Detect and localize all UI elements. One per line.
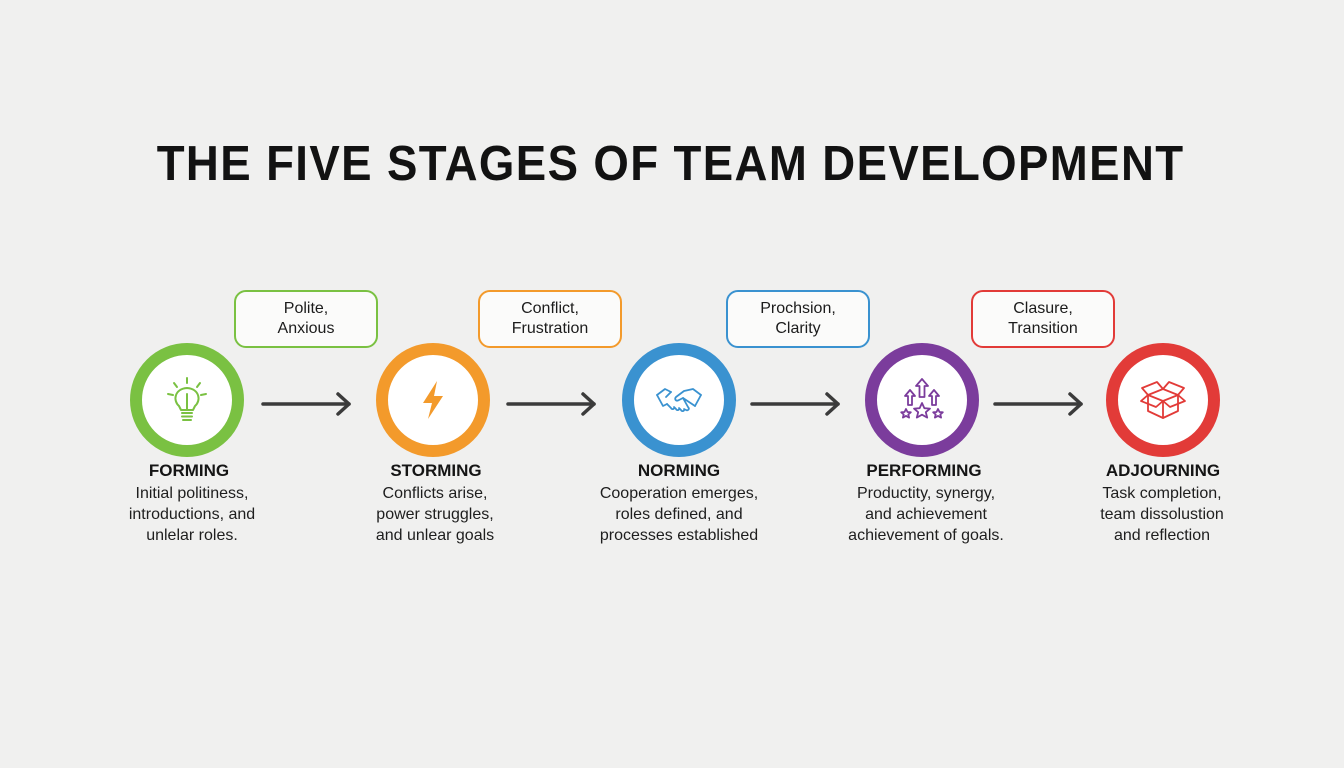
stage-circle-forming — [130, 343, 244, 457]
description-line: and achievement — [865, 506, 987, 523]
stage-description-norming: Cooperation emerges, roles defined, and … — [579, 483, 779, 546]
emotion-line: Clasure, — [1013, 300, 1073, 317]
emotion-line: Polite, — [283, 300, 329, 317]
stage-name-forming: FORMING — [148, 461, 230, 480]
stage-description-adjourning: Task completion, team dissolustion and r… — [1062, 483, 1262, 546]
stage-circle-adjourning — [1106, 343, 1220, 457]
description-line: Productity, synergy, — [856, 485, 996, 502]
arrows-stars-icon — [900, 378, 944, 419]
description-line: and reflection — [1113, 527, 1211, 544]
arrow-performing-to-adjourning — [993, 392, 1083, 416]
description-line: Task completion, — [1102, 485, 1222, 502]
description-line: and unlear goals — [375, 527, 495, 544]
stage-name-storming: STORMING — [390, 461, 482, 480]
description-line: Cooperation emerges, — [599, 485, 759, 502]
emotion-label-storming: Conflict, Frustration — [478, 290, 622, 348]
arrow-norming-to-performing — [750, 392, 840, 416]
emotion-line: Prochsion, — [760, 300, 836, 317]
stage-name-performing: PERFORMING — [866, 461, 982, 480]
stage-circle-performing — [865, 343, 979, 457]
emotion-label-norming: Prochsion, Clarity — [726, 290, 870, 348]
description-line: Conflicts arise, — [382, 485, 488, 502]
emotion-line: Conflict, — [521, 300, 579, 317]
lightbulb-icon — [167, 377, 207, 421]
arrow-forming-to-storming — [261, 392, 351, 416]
emotion-label-performing: Clasure, Transition — [971, 290, 1115, 348]
description-line: unlelar roles. — [146, 527, 238, 544]
description-line: achievement of goals. — [848, 527, 1004, 544]
emotion-line: Clarity — [775, 320, 821, 337]
emotion-line: Frustration — [511, 320, 589, 337]
emotion-line: Anxious — [277, 320, 335, 337]
description-line: processes established — [599, 527, 759, 544]
arrow-storming-to-norming — [506, 392, 596, 416]
lightning-bolt-icon — [423, 381, 443, 419]
stage-name-adjourning: ADJOURNING — [1105, 461, 1221, 480]
description-line: introductions, and — [128, 506, 256, 523]
description-line: team dissolustion — [1100, 506, 1224, 523]
stage-circle-storming — [376, 343, 490, 457]
stage-circle-norming — [622, 343, 736, 457]
stage-description-storming: Conflicts arise, power struggles, and un… — [335, 483, 535, 546]
description-line: Initial politiness, — [135, 485, 249, 502]
emotion-line: Transition — [1008, 320, 1078, 337]
stage-description-forming: Initial politiness, introductions, and u… — [92, 483, 292, 546]
open-box-icon — [1140, 381, 1186, 419]
stage-name-norming: NORMING — [637, 461, 721, 480]
emotion-label-forming: Polite, Anxious — [234, 290, 378, 348]
stage-description-performing: Productity, synergy, and achievement ach… — [826, 483, 1026, 546]
description-line: power struggles, — [376, 506, 494, 523]
description-line: roles defined, and — [615, 506, 743, 523]
handshake-icon — [656, 388, 702, 412]
page-title: THE FIVE STAGES OF TEAM DEVELOPMENT — [156, 137, 1185, 191]
